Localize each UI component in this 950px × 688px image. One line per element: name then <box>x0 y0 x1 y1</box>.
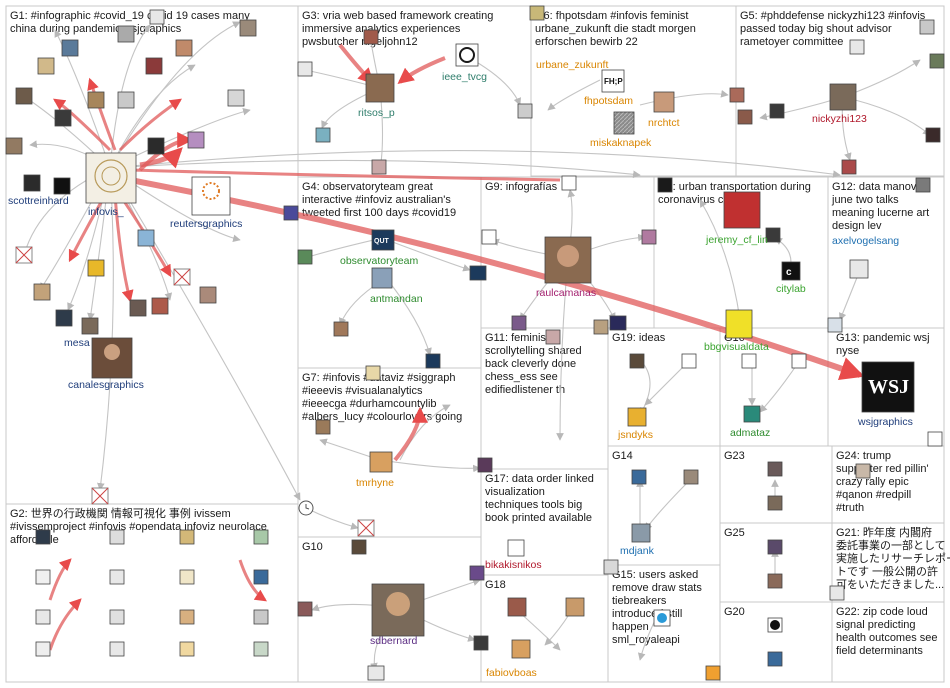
node-label-reutersgraphics: reutersgraphics <box>170 218 242 230</box>
group-boxes <box>5 5 945 683</box>
node-avatar-fhpotsdam <box>601 69 625 93</box>
group-label-g21: G21: 昨年度 内閣府委託事業の一部として実施したリサーチレポートです 一般公… <box>836 525 950 591</box>
node-label-citylab: citylab <box>776 283 806 295</box>
node-avatar-citylab <box>781 261 801 281</box>
group-box-g22 <box>831 601 945 683</box>
node-labels: infovis_ reutersgraphics scottreinhard m… <box>8 59 913 679</box>
group-label-g20: G20 <box>724 606 745 618</box>
node-label-raulcamanas: raulcamanas <box>536 287 596 299</box>
group-labels: G1: #infographic #covid_19 covid 19 case… <box>10 10 950 657</box>
node-label-antmandan: antmandan <box>370 293 423 305</box>
node-label-sdbernard: sdbernard <box>370 635 417 647</box>
group-label-g7: G7: #infovis #dataviz #siggraph#ieeevis … <box>302 372 462 423</box>
node-label-miskaknapek: miskaknapek <box>590 137 652 149</box>
node-avatar-antmandan <box>371 267 393 289</box>
node-avatar-scottreinhard <box>23 174 41 192</box>
node-label-axelvogelsang: axelvogelsang <box>832 235 899 247</box>
node-avatar-nrchtct <box>653 91 675 113</box>
node-avatar-wsjgraphics <box>861 361 915 413</box>
node-label-fabiovboas: fabiovboas <box>486 667 537 679</box>
node-avatar-nickyzhi123 <box>829 83 857 111</box>
wsj-logo-icon: WSJ <box>868 376 909 398</box>
svg-text:QUT: QUT <box>374 238 390 245</box>
node-avatar-bikakisnikos <box>507 539 525 557</box>
node-avatar-miskaknapek <box>613 111 635 135</box>
broken-image-icon <box>357 519 375 537</box>
node-label-fhpotsdam: fhpotsdam <box>584 95 633 107</box>
group-label-g10: G10 <box>302 541 323 553</box>
node-avatar-observatoryteam <box>371 229 395 251</box>
node-label-tmrhyne: tmrhyne <box>356 477 394 489</box>
node-avatar-jeremy-cf-lin <box>723 191 761 229</box>
node-avatar-ritsos-p <box>365 73 395 103</box>
node-label-mdjank: mdjank <box>620 545 655 557</box>
broken-image-icon <box>15 246 33 264</box>
node-label-ritsos-p: ritsos_p <box>358 107 395 119</box>
node-label-scottreinhard: scottreinhard <box>8 195 69 207</box>
node-label-mesa: mesa <box>64 337 90 349</box>
node-label-nrchtct: nrchtct <box>648 117 680 129</box>
group-box-g18 <box>480 574 609 683</box>
node-label-ieee-tvcg: ieee_tvcg <box>442 71 487 83</box>
broken-image-icon <box>173 268 191 286</box>
node-label-urbane-zukunft: urbane_zukunft <box>536 59 608 71</box>
clock-icon <box>298 500 314 516</box>
svg-text:c: c <box>786 267 792 278</box>
reuters-logo-icon <box>202 182 220 200</box>
group-label-g23: G23 <box>724 450 745 462</box>
node-avatar-mesa <box>81 317 99 335</box>
broken-image-icon <box>91 487 109 505</box>
node-avatar-bbgvisualdata <box>725 309 753 339</box>
group-label-g1: G1: #infographic #covid_19 covid 19 case… <box>10 10 250 35</box>
node-avatar-infovis <box>85 152 137 204</box>
node-label-bbgvisualdata: bbgvisualdata <box>704 341 769 353</box>
node-avatar-admataz <box>743 405 761 423</box>
node-label-nickyzhi123: nickyzhi123 <box>812 113 867 125</box>
node-label-jsndyks: jsndyks <box>617 429 653 441</box>
infovis-logo-icon <box>94 159 128 193</box>
group-label-g9: G9: infografías <box>485 181 558 193</box>
node-label-bikakisnikos: bikakisnikos <box>485 559 542 571</box>
ieee-logo-icon <box>459 47 475 63</box>
svg-text:FH;P: FH;P <box>604 77 623 86</box>
node-avatar-tmrhyne <box>369 451 393 473</box>
group-label-g25: G25 <box>724 527 745 539</box>
node-label-canalesgraphics: canalesgraphics <box>68 379 144 391</box>
node-label-wsjgraphics: wsjgraphics <box>857 416 913 428</box>
node-label-jeremy-cf-lin: jeremy_cf_lin <box>705 234 768 246</box>
node-label-observatoryteam: observatoryteam <box>340 255 418 267</box>
node-avatars: FH;P QUT c <box>5 5 945 681</box>
group-label-g18: G18 <box>485 579 506 591</box>
node-label-infovis: infovis_ <box>88 206 124 218</box>
node-avatar-jsndyks <box>627 407 647 427</box>
node-label-admataz: admataz <box>730 427 770 439</box>
group-box-g1 <box>5 5 299 505</box>
group-label-g19: G19: ideas <box>612 332 666 344</box>
group-label-g14: G14 <box>612 450 633 462</box>
node-avatar-mdjank <box>631 523 651 543</box>
node-avatar-fabiovboas <box>511 639 531 659</box>
